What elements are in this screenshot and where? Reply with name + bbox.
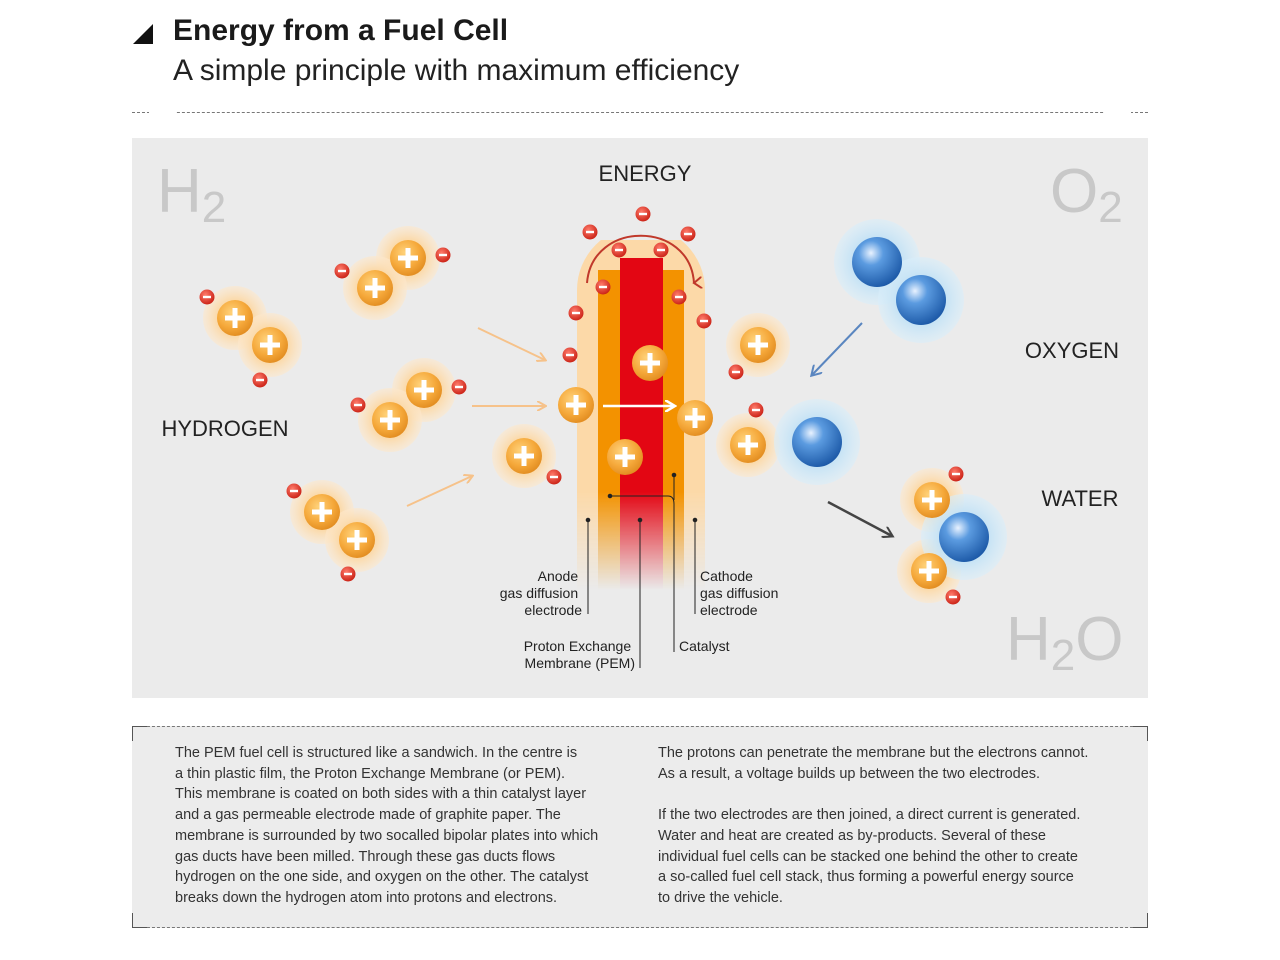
- hydrogen-flow-arrow: [406, 476, 472, 507]
- proton-icon: [558, 387, 594, 423]
- electron-icon: [199, 289, 215, 305]
- page-title: Energy from a Fuel Cell: [173, 14, 509, 47]
- electron-icon: [562, 347, 578, 363]
- electron-icon: [252, 372, 268, 388]
- formula-h2: H2: [157, 157, 226, 232]
- proton-icon: [252, 327, 288, 363]
- electron-icon: [728, 364, 744, 380]
- energy-label: ENERGY: [599, 161, 692, 186]
- formula-o2: O2: [1050, 157, 1123, 232]
- text-line: to drive the vehicle.: [658, 889, 783, 906]
- text-line: hydrogen on the one side, and oxygen on …: [175, 869, 589, 886]
- pem-label: Proton Exchange Membrane (PEM): [524, 638, 635, 671]
- electron-icon: [334, 263, 350, 279]
- text-line: and a gas permeable electrode made of gr…: [175, 807, 561, 824]
- electron-icon: [748, 402, 764, 418]
- text-line: Water and heat are created as by-product…: [658, 827, 1046, 844]
- header-divider: [132, 112, 1148, 115]
- text-line: a thin plastic film, the Proton Exchange…: [175, 765, 566, 782]
- proton-icon: [730, 427, 766, 463]
- cathode-label: Cathode gas diffusion electrode: [700, 568, 782, 618]
- proton-icon: [339, 522, 375, 558]
- fuel-cell-column: [577, 226, 705, 600]
- hydrogen-flow-arrow: [477, 327, 545, 360]
- oxygen-atom-icon: [939, 512, 989, 562]
- electron-icon: [671, 289, 687, 305]
- electron-icon: [286, 483, 302, 499]
- paragraph-gap: [658, 784, 1088, 805]
- proton-icon: [304, 494, 340, 530]
- water-flow-arrow: [827, 500, 892, 536]
- page-subtitle: A simple principle with maximum efficien…: [173, 54, 740, 87]
- electron-icon: [568, 305, 584, 321]
- electron-current-arrow: [586, 234, 694, 283]
- header-triangle-icon: [133, 24, 153, 44]
- corner-mark: [132, 726, 147, 741]
- oxygen-atom-icon: [792, 417, 842, 467]
- anode-label: Anode gas diffusion electrode: [500, 568, 582, 618]
- text-line: breaks down the hydrogen atom into proto…: [175, 889, 558, 906]
- formula-h2o: H2O: [1006, 605, 1124, 680]
- description-panel: The PEM fuel cell is structured like a s…: [132, 726, 1148, 928]
- electron-icon: [435, 247, 451, 263]
- electron-icon: [680, 226, 696, 242]
- corner-mark: [132, 913, 147, 928]
- oxygen-label: OXYGEN: [1025, 338, 1119, 363]
- proton-icon: [390, 240, 426, 276]
- electron-icon: [635, 206, 651, 222]
- electron-icon: [595, 279, 611, 295]
- proton-icon: [677, 400, 713, 436]
- proton-icon: [506, 438, 542, 474]
- flow-arrows: [406, 234, 892, 536]
- text-line: If the two electrodes are then joined, a…: [658, 807, 1081, 824]
- oxygen-atom-icon: [852, 237, 902, 287]
- proton-icon: [607, 439, 643, 475]
- electron-icon: [653, 242, 669, 258]
- electron-icon: [611, 242, 627, 258]
- text-line: This membrane is coated on both sides wi…: [175, 786, 587, 803]
- proton-icon: [740, 327, 776, 363]
- particles: [199, 206, 1007, 605]
- proton-icon: [372, 402, 408, 438]
- leader-lines: [585, 472, 698, 668]
- electron-icon: [340, 566, 356, 582]
- oxygen-atom-icon: [896, 275, 946, 325]
- electron-icon: [696, 313, 712, 329]
- electron-icon: [582, 224, 598, 240]
- text-line: The protons can penetrate the membrane b…: [658, 745, 1089, 761]
- electron-icon: [948, 466, 964, 482]
- text-line: membrane is surrounded by two socalled b…: [175, 827, 599, 844]
- proton-icon: [217, 300, 253, 336]
- text-line: gas ducts have been milled. Through thes…: [175, 848, 556, 865]
- proton-icon: [914, 482, 950, 518]
- hydrogen-label: HYDROGEN: [161, 416, 288, 441]
- text-line: individual fuel cells can be stacked one…: [658, 848, 1078, 865]
- electron-icon: [350, 397, 366, 413]
- electron-icon: [451, 379, 467, 395]
- electron-icon: [945, 589, 961, 605]
- oxygen-flow-arrow: [812, 322, 863, 375]
- text-line: As a result, a voltage builds up between…: [658, 765, 1041, 782]
- proton-icon: [357, 270, 393, 306]
- proton-icon: [911, 553, 947, 589]
- description-right-column: The protons can penetrate the membrane b…: [658, 743, 1088, 909]
- text-line: a so-called fuel cell stack, thus formin…: [658, 869, 1074, 886]
- corner-mark: [1133, 726, 1148, 741]
- proton-icon: [406, 372, 442, 408]
- text-line: The PEM fuel cell is structured like a s…: [175, 745, 578, 761]
- electron-icon: [546, 469, 562, 485]
- proton-icon: [632, 345, 668, 381]
- description-left-column: The PEM fuel cell is structured like a s…: [175, 743, 598, 909]
- water-label: WATER: [1042, 486, 1119, 511]
- proton-exchange-membrane: [620, 258, 663, 600]
- catalyst-label: Catalyst: [679, 638, 730, 654]
- corner-mark: [1133, 913, 1148, 928]
